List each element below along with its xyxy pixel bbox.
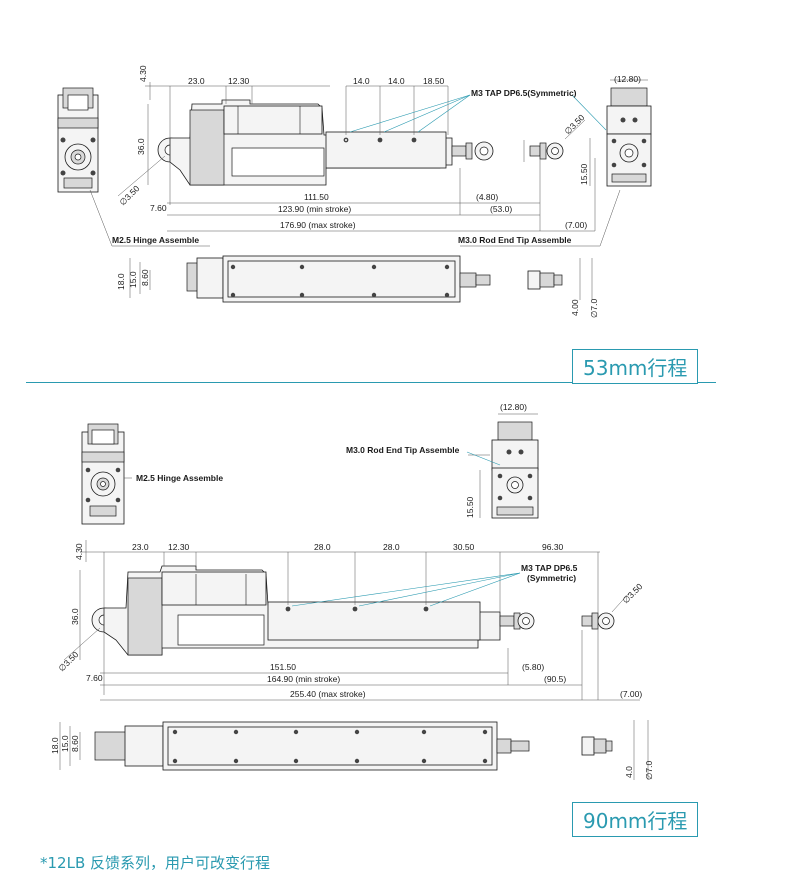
tap-label-2: (Symmetric): [527, 573, 576, 583]
bottom-rod-end-tip: [581, 612, 615, 630]
dim-96-30: 96.30: [542, 542, 564, 552]
top-actuator-side-view: [157, 99, 494, 186]
bottom-actuator-side-view: [91, 565, 535, 656]
bottom-drawing: (12.80) M3.0 Rod End Tip Assemble M2.5 H…: [50, 402, 654, 780]
top-dimension-lines: [89, 79, 648, 300]
dim-36-0: 36.0: [136, 138, 146, 155]
dim-53-0: (53.0): [490, 204, 512, 214]
dim-18-0: 18.0: [50, 737, 60, 754]
dim-dia-3-50-a: ∅3.50: [56, 649, 80, 673]
dim-15-50: 15.50: [579, 163, 589, 185]
top-rod-end-tip: [523, 140, 564, 162]
hinge-label: M2.5 Hinge Assemble: [112, 235, 199, 245]
bottom-hinge-end-view: [81, 423, 125, 525]
footnote: *12LB 反馈系列，用户可改变行程: [40, 854, 271, 872]
dim-dia-7-0: ∅7.0: [644, 761, 654, 780]
dim-5-80: (5.80): [522, 662, 544, 672]
dim-176-90-max-stroke: 176.90 (max stroke): [280, 220, 356, 230]
tap-label: M3 TAP DP6.5: [521, 563, 578, 573]
dim-dia-3-50-b: ∅3.50: [620, 581, 644, 605]
dim-dia-3-50-b: ∅3.50: [562, 112, 586, 136]
dim-23-0: 23.0: [188, 76, 205, 86]
dim-12-80: (12.80): [500, 402, 527, 412]
dim-164-90-min-stroke: 164.90 (min stroke): [267, 674, 340, 684]
dim-dia-3-50-a: ∅3.50: [117, 183, 141, 207]
dim-12-30: 12.30: [228, 76, 250, 86]
dim-7-60: 7.60: [86, 673, 103, 683]
dim-23-0: 23.0: [132, 542, 149, 552]
dim-90-5: (90.5): [544, 674, 566, 684]
section-divider: [26, 382, 716, 383]
dim-7-00: (7.00): [620, 689, 642, 699]
dim-151-50: 151.50: [270, 662, 296, 672]
stroke-badge-90mm: 90mm行程: [572, 802, 699, 837]
hinge-label: M2.5 Hinge Assemble: [136, 473, 223, 483]
dim-18-0: 18.0: [116, 273, 126, 290]
rod-end-label: M3.0 Rod End Tip Assemble: [346, 445, 460, 455]
dim-12-80: (12.80): [614, 74, 641, 84]
bottom-dimension-lines: [59, 413, 649, 780]
dim-111-50: 111.50: [304, 192, 329, 202]
dim-15-0: 15.0: [60, 735, 70, 752]
dim-15-0: 15.0: [128, 271, 138, 288]
dim-28-0-b: 28.0: [383, 542, 400, 552]
dim-4-80: (4.80): [476, 192, 498, 202]
tap-label: M3 TAP DP6.5(Symmetric): [471, 88, 577, 98]
dim-4-0: 4.0: [624, 766, 634, 778]
top-hinge-end-view: [57, 87, 99, 193]
dim-255-40-max-stroke: 255.40 (max stroke): [290, 689, 366, 699]
bottom-right-end-view: [491, 421, 539, 519]
dim-8-60: 8.60: [140, 269, 150, 286]
dim-7-00: (7.00): [565, 220, 587, 230]
dim-dia-7-0: ∅7.0: [589, 299, 599, 318]
dim-4-00: 4.00: [570, 299, 580, 316]
dim-28-0-a: 28.0: [314, 542, 331, 552]
rod-end-label: M3.0 Rod End Tip Assemble: [458, 235, 572, 245]
dim-36-0: 36.0: [70, 608, 80, 625]
stroke-badge-53mm: 53mm行程: [572, 349, 699, 384]
dim-8-60: 8.60: [70, 735, 80, 752]
top-right-end-view: [606, 87, 652, 187]
dim-12-30: 12.30: [168, 542, 190, 552]
bottom-actuator-top-view: [94, 721, 613, 771]
dim-7-60: 7.60: [150, 203, 167, 213]
dim-14-0-b: 14.0: [388, 76, 405, 86]
dim-14-0-a: 14.0: [353, 76, 370, 86]
dim-123-90-min-stroke: 123.90 (min stroke): [278, 204, 351, 214]
top-drawing: 4.30 23.0 12.30 14.0 14.0 18.50 M3 TAP D…: [57, 65, 652, 318]
dim-30-50: 30.50: [453, 542, 475, 552]
dim-18-50: 18.50: [423, 76, 445, 86]
dim-15-50: 15.50: [465, 496, 475, 518]
top-actuator-top-view: [186, 255, 563, 303]
dim-4-30: 4.30: [74, 543, 84, 560]
dim-4-30: 4.30: [138, 65, 148, 82]
